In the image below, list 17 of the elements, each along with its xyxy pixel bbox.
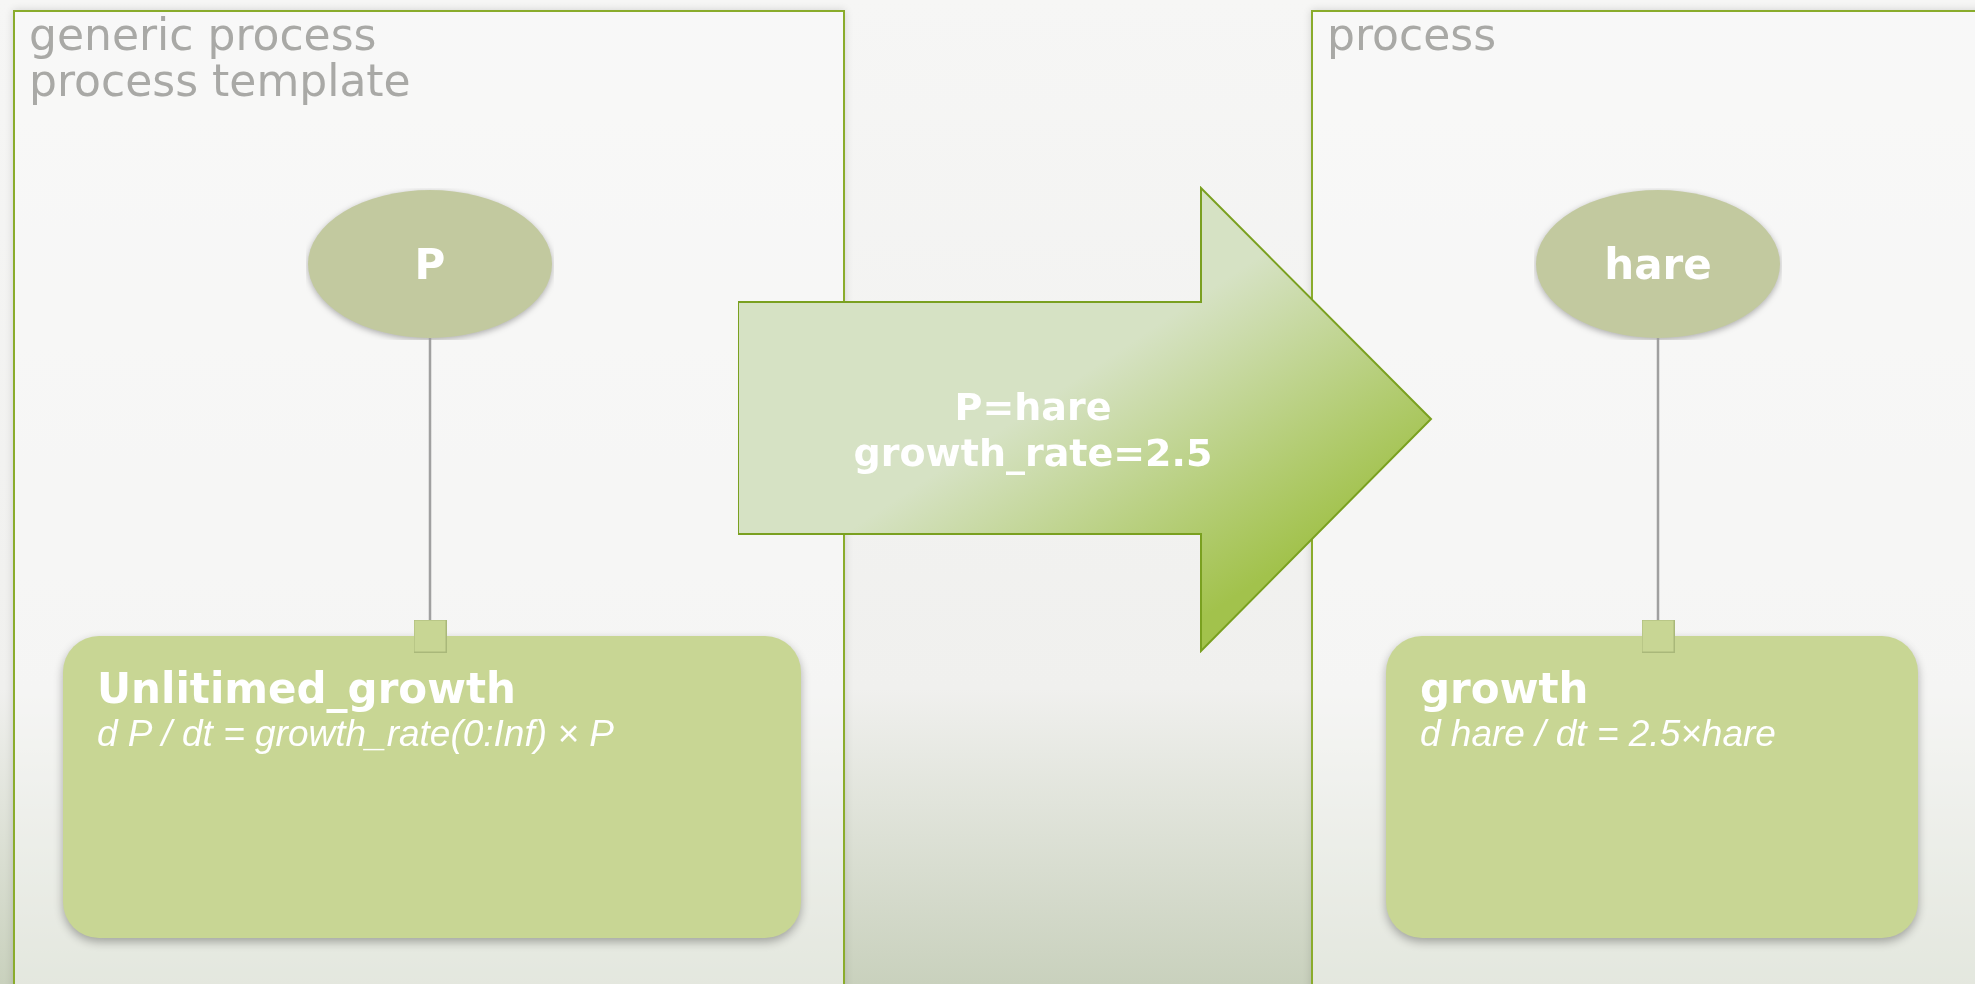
process-name: growth bbox=[1420, 664, 1589, 713]
equation: d P / dt = growth_rate(0:Inf) × P bbox=[97, 713, 614, 755]
connector-line bbox=[1640, 338, 1676, 654]
connector-line bbox=[412, 338, 448, 654]
panel-heading: generic process bbox=[29, 12, 377, 58]
panel-heading: process template bbox=[29, 58, 411, 104]
process-name: Unlitimed_growth bbox=[97, 664, 516, 713]
panel-heading: process bbox=[1327, 12, 1497, 58]
process-panel bbox=[13, 10, 845, 984]
variable-name: hare bbox=[1604, 239, 1712, 289]
process-panel bbox=[1311, 10, 1975, 984]
process-box bbox=[63, 636, 801, 938]
arrow-label: growth_rate=2.5 bbox=[853, 429, 1213, 476]
variable-name: P bbox=[414, 239, 446, 289]
equation: d hare / dt = 2.5×hare bbox=[1420, 713, 1776, 755]
process-box bbox=[1386, 636, 1918, 938]
arrow-label: P=hare bbox=[954, 383, 1112, 430]
